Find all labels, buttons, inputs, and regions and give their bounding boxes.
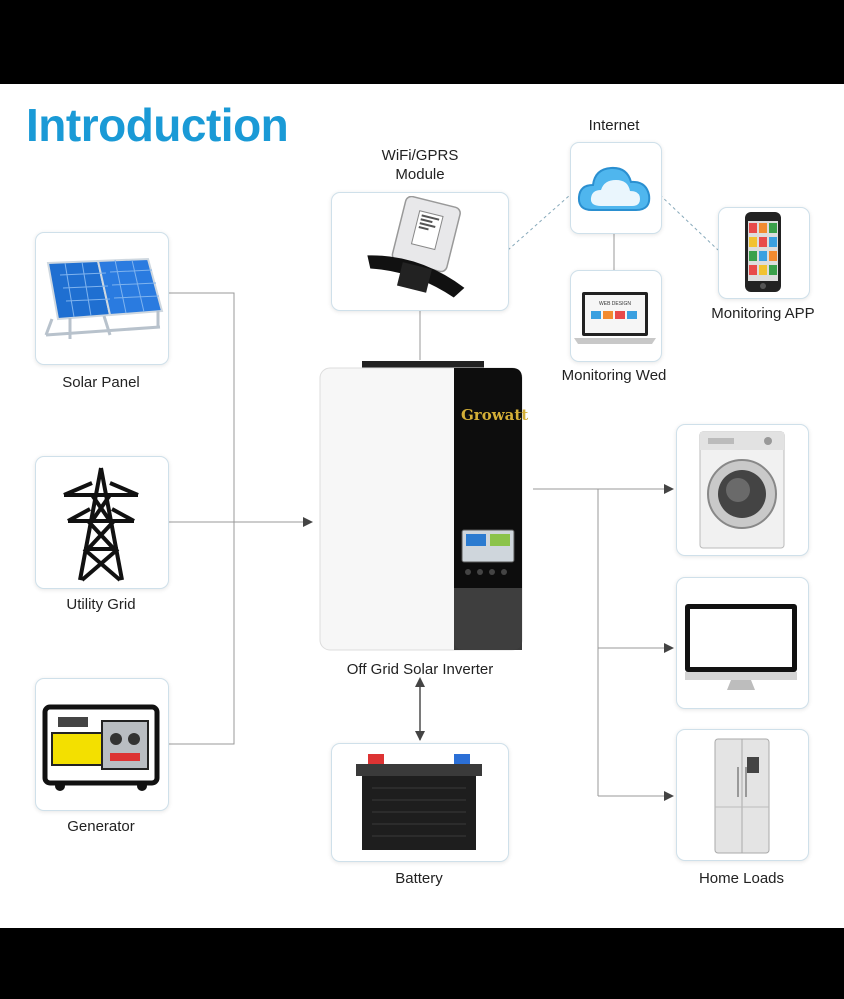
wifi-module-label: WiFi/GPRS Module [340, 146, 500, 184]
battery-label: Battery [395, 870, 443, 887]
battery-icon [356, 754, 482, 850]
utility-grid-label: Utility Grid [66, 596, 136, 613]
inverter-icon [319, 361, 523, 651]
cloud-icon [577, 166, 651, 211]
monitoring-app-label: Monitoring APP [711, 305, 815, 322]
top-black-bar [0, 0, 844, 84]
solar-panel-icon [44, 257, 164, 339]
page-title: Introduction [26, 99, 289, 151]
wifi-module-icon [367, 196, 465, 298]
phone-app-icon [745, 212, 781, 292]
generator-label: Generator [67, 818, 135, 835]
web-design-screen-text: WEB DESIGN [599, 301, 631, 307]
inverter-label: Off Grid Solar Inverter [346, 661, 494, 678]
monitoring-web-label: Monitoring Wed [561, 367, 667, 384]
generator-icon [42, 704, 160, 791]
solar-panel-label: Solar Panel [62, 374, 140, 391]
power-tower-icon [63, 467, 139, 582]
monitor-icon [685, 604, 797, 690]
internet-label: Internet [588, 117, 640, 134]
growatt-logo: Growatt [461, 406, 529, 424]
home-loads-label: Home Loads [698, 870, 785, 887]
washing-machine-icon [699, 431, 785, 549]
laptop-icon: WEB DESIGN [574, 292, 656, 344]
wifi-module-text: WiFi/GPRS Module [381, 147, 459, 183]
bottom-black-bar [0, 928, 844, 999]
fridge-icon [714, 738, 770, 854]
